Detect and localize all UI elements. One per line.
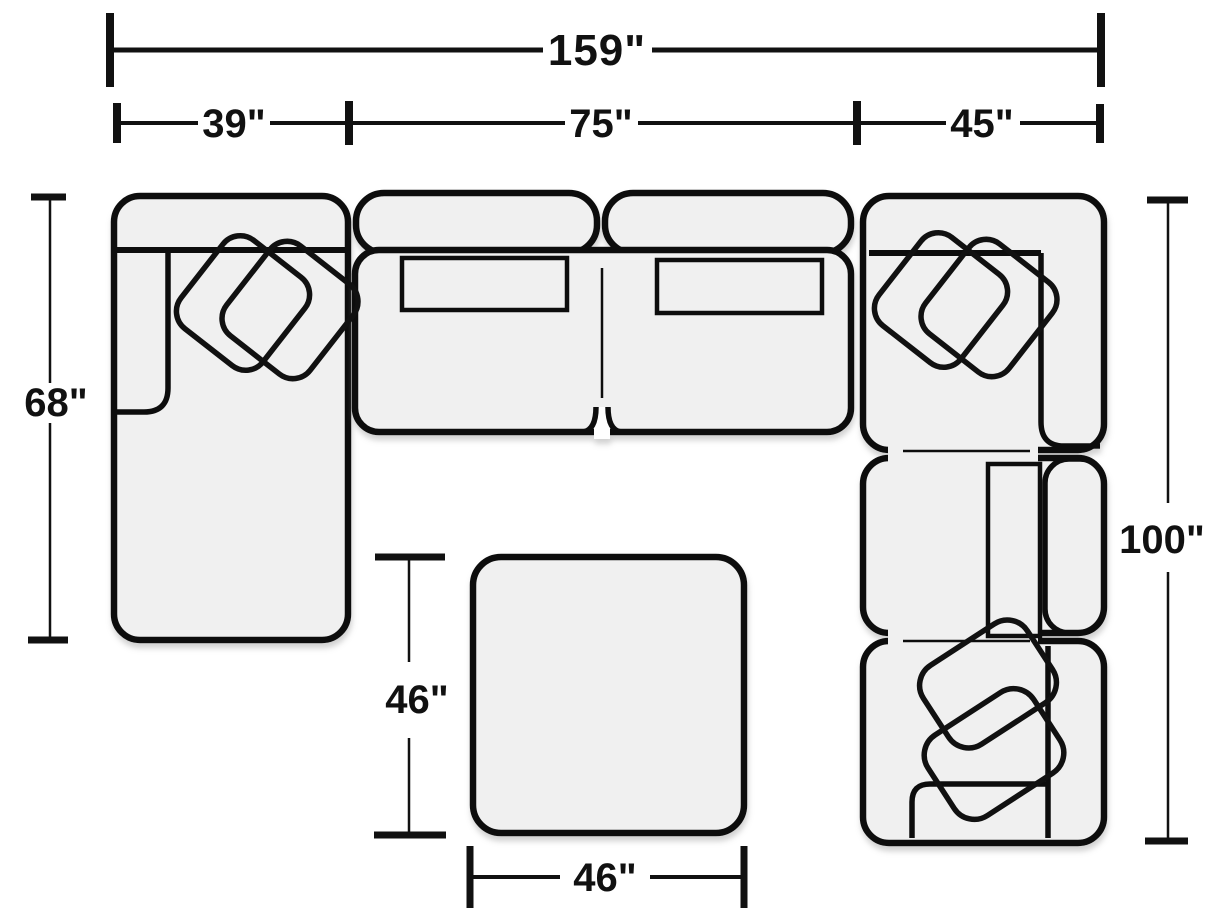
middle-lumbar-slot-right bbox=[654, 257, 825, 316]
right-middle-unit-outline bbox=[859, 454, 1108, 637]
dim-label-middle-width: 75" bbox=[569, 102, 632, 146]
middle-back-cushion-left bbox=[352, 189, 601, 257]
dim-overall-width: 159" bbox=[106, 13, 1105, 87]
middle-seat-split-curve-left bbox=[582, 406, 599, 435]
dim-ottoman-depth: 46" bbox=[374, 553, 449, 839]
dim-label-overall-width: 159" bbox=[548, 26, 646, 75]
unit-join-patch-1 bbox=[888, 442, 1038, 464]
dim-label-chaise-width: 39" bbox=[202, 102, 265, 146]
middle-seat-split-curve-right bbox=[605, 406, 622, 435]
chaise-pillow-front bbox=[219, 238, 361, 382]
corner-right-back-seam bbox=[1038, 253, 1100, 449]
dim-section-widths: 39" 75" 45" bbox=[113, 101, 1104, 146]
right-middle-lumbar-slot bbox=[985, 461, 1043, 639]
right-section bbox=[859, 192, 1108, 847]
corner-pillow-back bbox=[871, 229, 1011, 371]
chaise-unit bbox=[110, 192, 352, 644]
dim-label-right-width: 45" bbox=[950, 102, 1013, 146]
chaise-arm-seam bbox=[117, 253, 171, 415]
unit-join-patch-2 bbox=[888, 625, 1038, 653]
dim-right-depth: 100" bbox=[1119, 196, 1205, 845]
dim-chaise-depth: 68" bbox=[24, 193, 88, 644]
dim-label-ottoman-depth: 46" bbox=[385, 678, 448, 722]
bottom-pillow-front bbox=[921, 685, 1067, 823]
dim-ottoman-width: 46" bbox=[466, 846, 748, 908]
corner-pillow-front bbox=[918, 236, 1060, 380]
middle-section bbox=[351, 189, 855, 439]
ottoman bbox=[469, 553, 748, 837]
right-middle-back-cushion bbox=[1042, 456, 1107, 636]
middle-back-cushion-right bbox=[601, 189, 855, 257]
chaise-pillow-back bbox=[173, 232, 313, 374]
throw-pillows bbox=[173, 229, 1067, 823]
middle-lumbar-slot-left bbox=[399, 255, 570, 313]
dim-label-right-depth: 100" bbox=[1119, 518, 1205, 562]
chaise-outline bbox=[110, 192, 352, 644]
dim-label-ottoman-width: 46" bbox=[573, 856, 636, 900]
corner-unit-outline bbox=[859, 192, 1108, 454]
right-bottom-arm-seam bbox=[909, 781, 1046, 838]
ottoman-outline bbox=[469, 553, 748, 837]
dim-label-chaise-depth: 68" bbox=[24, 381, 87, 425]
bottom-pillow-back bbox=[916, 617, 1060, 751]
